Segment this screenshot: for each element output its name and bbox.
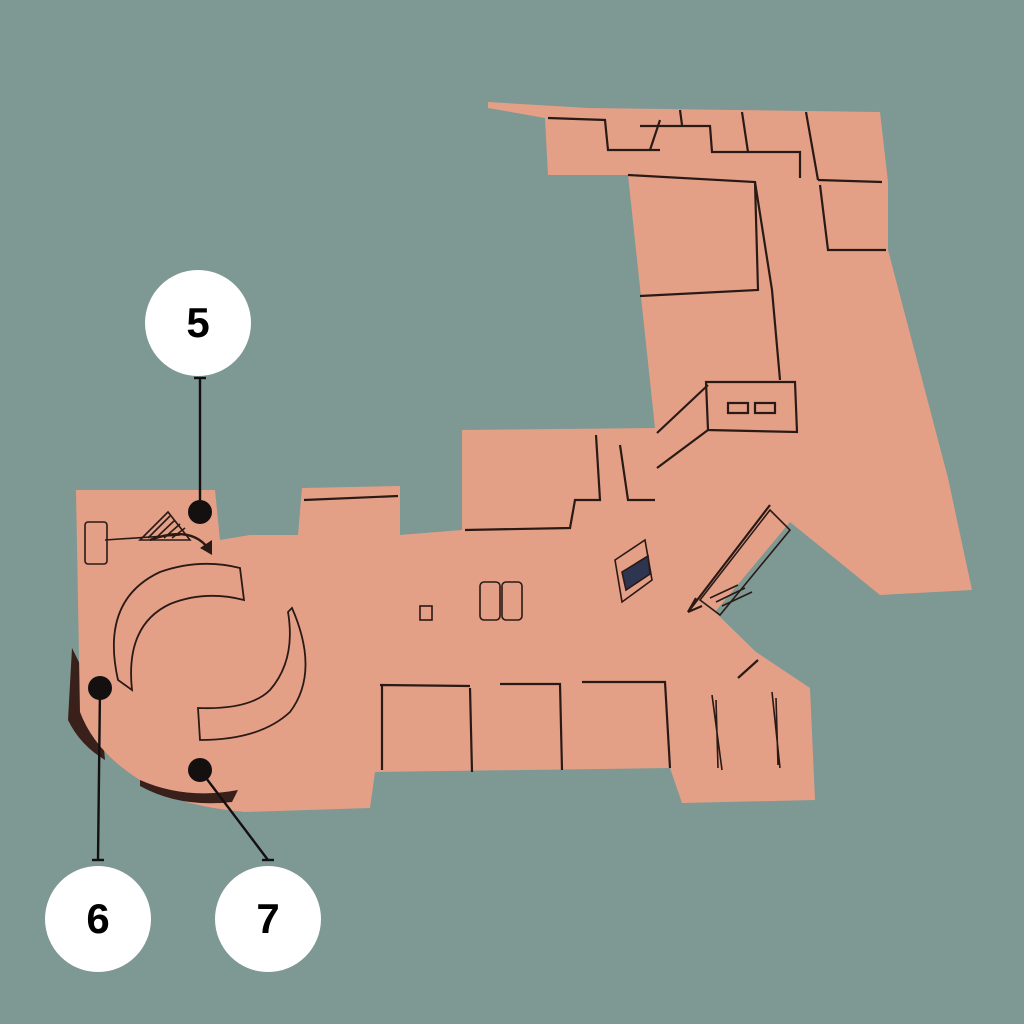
callout-5[interactable]: 5: [145, 270, 251, 376]
location-marker-5[interactable]: [188, 500, 212, 524]
direction-arrow-head: [200, 540, 212, 555]
interior-walls: [303, 109, 886, 773]
stairs-right: [687, 504, 792, 617]
callout-7[interactable]: 7: [215, 866, 321, 972]
location-marker-7[interactable]: [188, 758, 212, 782]
location-marker-6[interactable]: [88, 676, 112, 700]
direction-arrow: [149, 532, 209, 549]
furniture: [419, 538, 781, 771]
floor-bottom-shadow: [140, 780, 238, 804]
stairs-left: [84, 510, 192, 565]
floor-outline: [76, 102, 972, 812]
callout-leaders: [92, 376, 274, 862]
floor-area: [68, 102, 972, 812]
curved-wall-panels: [112, 562, 307, 741]
callout-6[interactable]: 6: [45, 866, 151, 972]
